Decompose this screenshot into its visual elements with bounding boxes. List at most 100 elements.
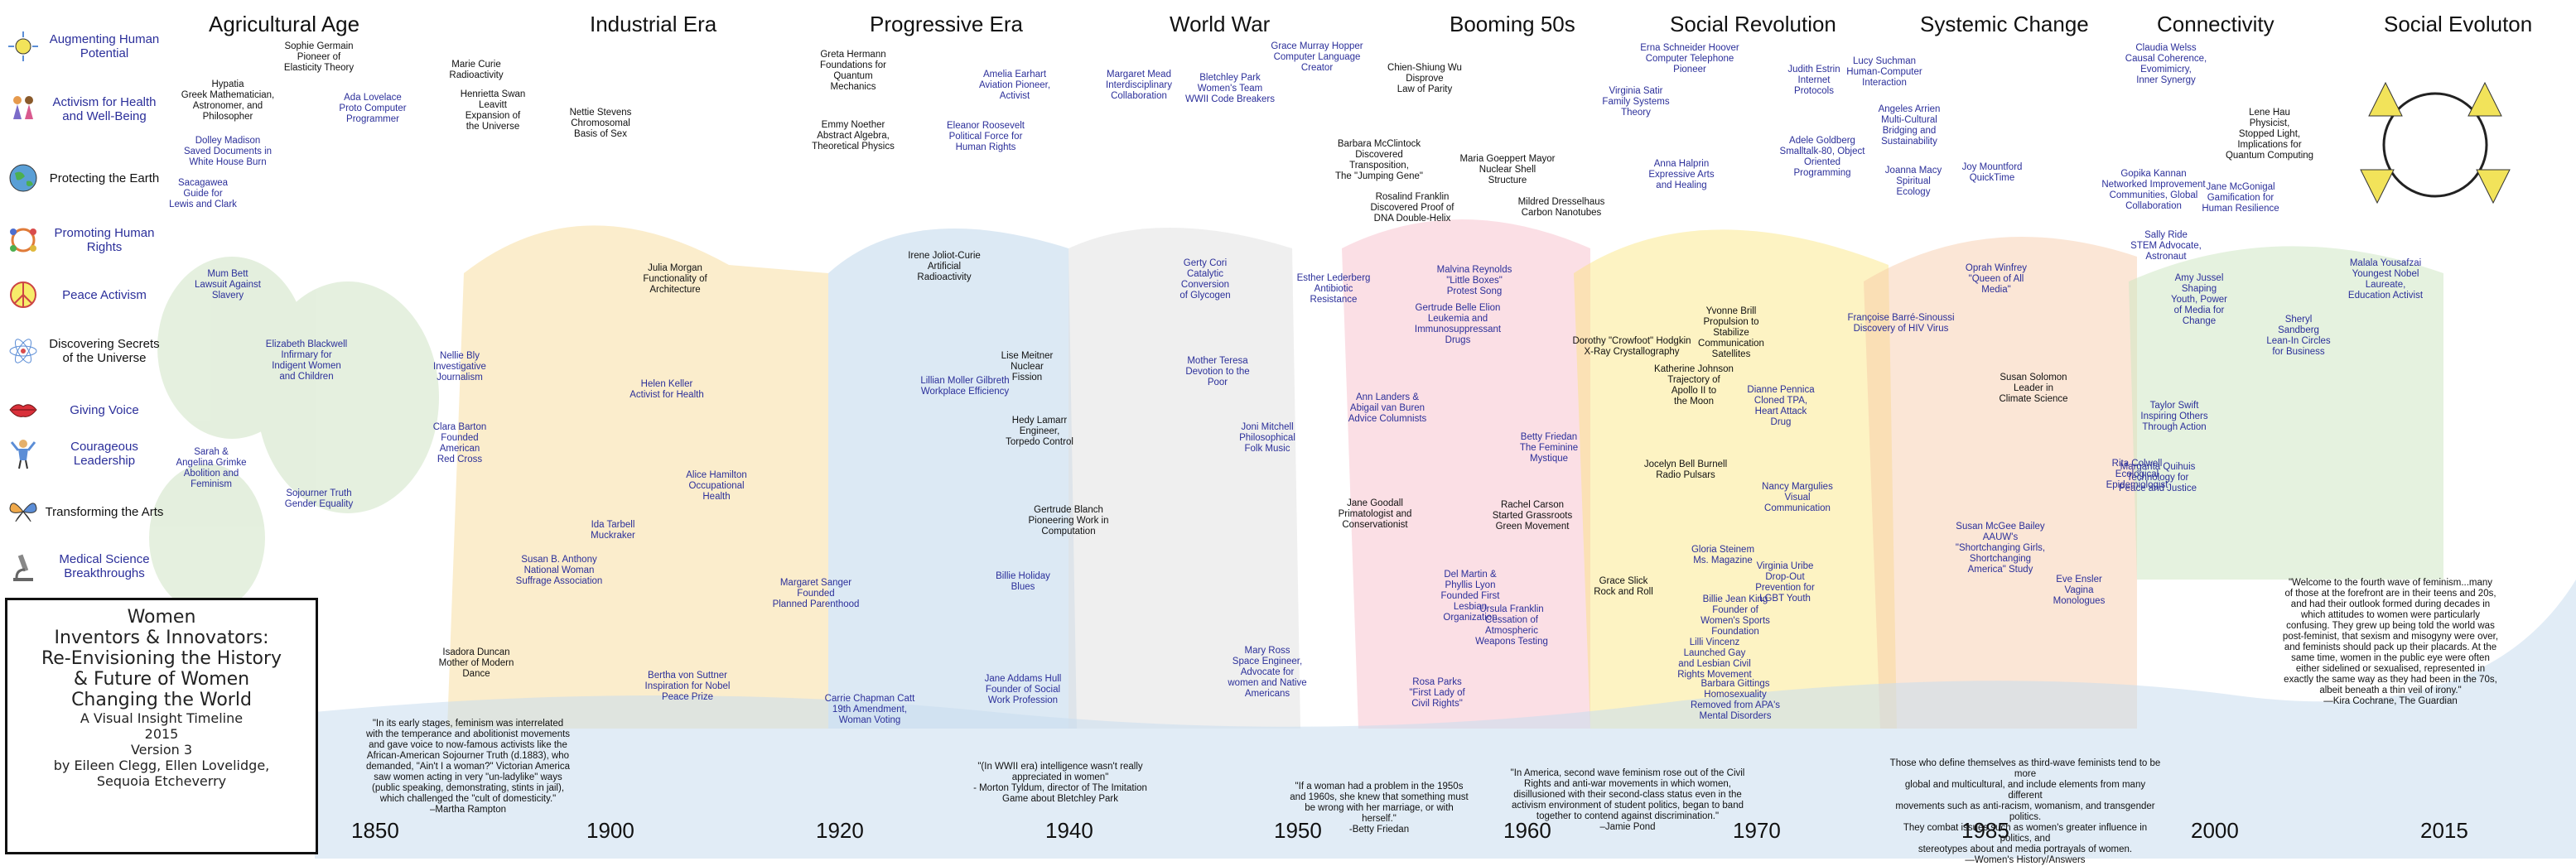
person-label: Sally Ride STEM Advocate, Astronaut xyxy=(2130,230,2202,262)
person-label: Mother Teresa Devotion to the Poor xyxy=(1185,356,1250,387)
person-label: Betty Friedan The Feminine Mystique xyxy=(1519,432,1579,464)
person-label: Amelia Earhart Aviation Pioneer, Activis… xyxy=(978,70,1051,101)
person-label: Virginia Satir Family Systems Theory xyxy=(1602,86,1670,118)
legend-item: Protecting the Earth xyxy=(7,161,164,195)
person-label: Jane McGonigal Gamification for Human Re… xyxy=(2202,182,2279,214)
person-label: Hedy Lamarr Engineer, Torpedo Control xyxy=(1006,416,1073,447)
person-label: Irene Joliot-Curie Artificial Radioactiv… xyxy=(908,251,981,282)
leader-figure-icon xyxy=(10,440,36,469)
person-label: Rita Colwell Ecological Epidemiologist xyxy=(2106,459,2168,490)
person-label: Helen Keller Activist for Health xyxy=(630,379,704,400)
legend-item: Giving Voice xyxy=(7,393,164,426)
person-label: Françoise Barré-Sinoussi Discovery of HI… xyxy=(1847,313,1955,334)
person-label: Joy Mountford QuickTime xyxy=(1961,162,2023,183)
year-label: 2000 xyxy=(2191,818,2239,843)
microscope-icon xyxy=(13,554,33,581)
lips-icon xyxy=(9,404,37,417)
person-label: Margaret Mead Interdisciplinary Collabor… xyxy=(1106,70,1172,101)
title-line: & Future of Women xyxy=(73,669,250,690)
tree-shape xyxy=(149,464,265,613)
connectivity-band xyxy=(2129,246,2443,580)
person-label: Jane Goodall Primatologist and Conservat… xyxy=(1338,498,1412,530)
person-label: Lene Hau Physicist, Stopped Light, Impli… xyxy=(2225,108,2314,161)
year-label: 2015 xyxy=(2420,818,2468,843)
legend-label: Discovering Secrets of the Universe xyxy=(49,337,160,365)
legend-label: Transforming the Arts xyxy=(45,504,164,519)
person-label: Greta Hermann Foundations for Quantum Me… xyxy=(820,50,886,92)
person-label: Isadora Duncan Mother of Modern Dance xyxy=(438,647,514,679)
person-label: Mary Ross Space Engineer, Advocate for w… xyxy=(1228,646,1307,699)
atom-icon xyxy=(9,339,37,363)
legend-label: Courageous Leadership xyxy=(70,440,138,468)
booming-band xyxy=(1342,219,1590,729)
person-label: Joanna Macy Spiritual Ecology xyxy=(1884,166,1942,197)
water-band xyxy=(315,580,2576,859)
legend-item: Activism for Health and Well-Being xyxy=(7,93,164,126)
era-title: Agricultural Age xyxy=(209,12,360,36)
mandala-icon xyxy=(2382,92,2488,198)
person-label: Lucy Suchman Human-Computer Interaction xyxy=(1846,56,1922,88)
era-title: Social Evoluton xyxy=(2384,12,2533,36)
person-label: Margarita Quihuis Technology for Peace a… xyxy=(2119,462,2197,493)
person-label: Hypatia Greek Mathematician, Astronomer,… xyxy=(181,79,275,122)
era-title: Booming 50s xyxy=(1450,12,1575,36)
person-label: Elizabeth Blackwell Infirmary for Indige… xyxy=(265,339,348,382)
person-label: Jane Addams Hull Founder of Social Work … xyxy=(984,674,1062,705)
person-label: Nellie Bly Investigative Journalism xyxy=(433,351,486,382)
person-label: Claudia Welss Causal Coherence, Evomimic… xyxy=(2125,43,2207,85)
year-label: 1920 xyxy=(816,818,864,843)
person-label: Anna Halprin Expressive Arts and Healing xyxy=(1648,159,1715,190)
worldwar-band xyxy=(1069,228,1300,729)
era-title: Progressive Era xyxy=(870,12,1023,36)
person-label: Sojourner Truth Gender Equality xyxy=(284,488,354,509)
era-title: Social Revolution xyxy=(1670,12,1836,36)
person-label: Mum Bett Lawsuit Against Slavery xyxy=(195,269,261,301)
title-box: Women Inventors & Innovators: Re-Envisio… xyxy=(5,598,318,854)
quote-text: "If a woman had a problem in the 1950s a… xyxy=(1290,782,1469,835)
person-label: Adele Goldberg Smalltalk-80, Object Orie… xyxy=(1779,136,1865,178)
year-label: 1850 xyxy=(351,818,399,843)
person-label: Nettie Stevens Chromosomal Basis of Sex xyxy=(569,108,632,139)
person-label: Rosa Parks "First Lady of Civil Rights" xyxy=(1409,677,1465,709)
title-line: Inventors & Innovators: xyxy=(54,628,269,648)
person-label: Dolley Madison Saved Documents in White … xyxy=(183,136,273,167)
person-label: Katherine Johnson Trajectory of Apollo I… xyxy=(1654,364,1734,407)
person-label: Nancy Margulies Visual Communication xyxy=(1762,482,1833,513)
person-label: Virginia Uribe Drop-Out Prevention for L… xyxy=(1755,561,1815,604)
systemic-band xyxy=(1864,237,2137,729)
title-line: Changing the World xyxy=(71,690,252,710)
quote-text: "In America, second wave feminism rose o… xyxy=(1510,768,1745,832)
person-label: Mildred Dresselhaus Carbon Nanotubes xyxy=(1517,197,1605,218)
person-label: Bletchley Park Women's Team WWII Code Br… xyxy=(1185,73,1275,104)
year-text: 2015 xyxy=(144,726,179,742)
person-label: Esther Lederberg Antibiotic Resistance xyxy=(1296,273,1371,305)
legend-item: Augmenting Human Potential xyxy=(7,30,164,63)
legend-label: Activism for Health and Well-Being xyxy=(52,95,157,123)
person-label: Grace Slick Rock and Roll xyxy=(1594,576,1653,597)
person-label: Gloria Steinem Ms. Magazine xyxy=(1691,545,1755,565)
person-label: Taylor Swift Inspiring Others Through Ac… xyxy=(2140,401,2208,432)
year-label: 1940 xyxy=(1045,818,1093,843)
legend-item: Promoting Human Rights xyxy=(7,224,164,257)
authors-text: by Eileen Clegg, Ellen Lovelidge, xyxy=(53,758,270,773)
legend-label: Medical Science Breakthroughs xyxy=(59,552,150,580)
person-label: Jocelyn Bell Burnell Radio Pulsars xyxy=(1643,459,1728,480)
person-label: Lise Meitner Nuclear Fission xyxy=(1001,351,1054,382)
person-label: Gerty Cori Catalytic Conversion of Glyco… xyxy=(1179,258,1231,301)
person-label: Gopika Kannan Networked Improvement Comm… xyxy=(2101,169,2206,211)
person-label: Barbara McClintock Discovered Transposit… xyxy=(1335,139,1423,181)
legend-item: Medical Science Breakthroughs xyxy=(7,550,164,583)
person-label: Sacagawea Guide for Lewis and Clark xyxy=(169,178,237,209)
person-label: Malala Yousafzai Youngest Nobel Laureate… xyxy=(2347,258,2424,301)
globe-icon xyxy=(9,164,37,192)
year-label: 1950 xyxy=(1274,818,1322,843)
person-label: Henrietta Swan Leavitt Expansion of the … xyxy=(460,89,526,132)
quote-text: Those who define themselves as third-wav… xyxy=(1889,758,2161,865)
person-label: Margaret Sanger Founded Planned Parentho… xyxy=(772,578,860,609)
person-label: Gertrude Blanch Pioneering Work in Compu… xyxy=(1028,505,1109,536)
person-label: Julia Morgan Functionality of Architectu… xyxy=(643,263,707,295)
legend-label: Augmenting Human Potential xyxy=(49,32,160,60)
person-label: Lillian Moller Gilbreth Workplace Effici… xyxy=(920,376,1010,397)
quote-text: "(In WWII era) intelligence wasn't reall… xyxy=(973,762,1147,804)
tree-shape xyxy=(257,281,439,513)
